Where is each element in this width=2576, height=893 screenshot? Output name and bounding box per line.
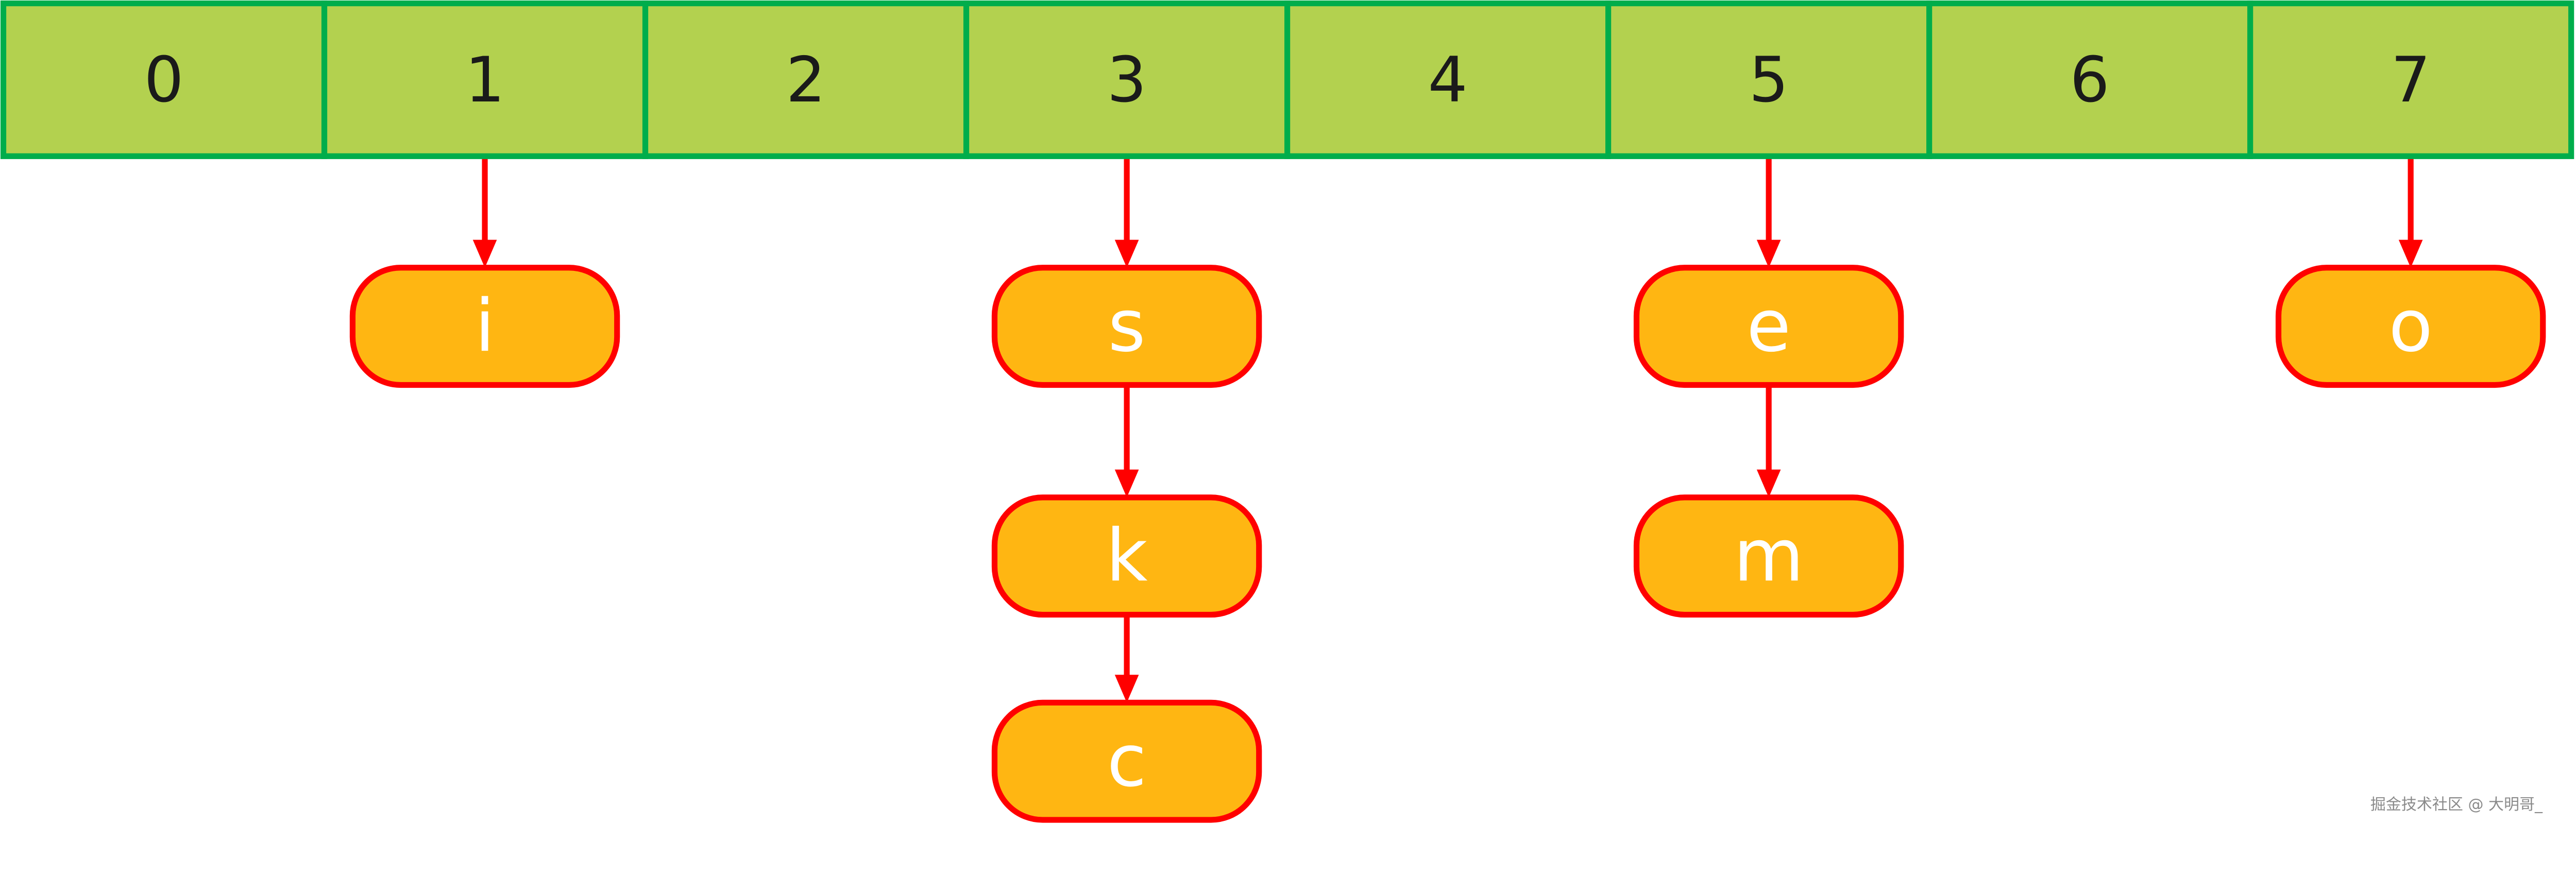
bucket-cell-box <box>1605 0 1933 159</box>
bucket-index-label: 6 <box>2070 43 2110 116</box>
bucket-array: 0 1 2 3 4 5 6 7 <box>0 0 2574 159</box>
bucket-cell: 3 <box>963 0 1291 159</box>
bucket-cell: 2 <box>642 0 970 159</box>
chain-node: e <box>1633 265 1904 388</box>
bucket-cell-box <box>321 0 649 159</box>
chain-node-box <box>991 494 1262 618</box>
bucket-cell: 7 <box>2247 0 2574 159</box>
bucket-cell-box <box>2247 0 2574 159</box>
arrows <box>472 156 2423 703</box>
bucket-cell: 4 <box>1284 0 1612 159</box>
bucket-cell-box <box>0 0 328 159</box>
chain-node-label: e <box>1747 284 1791 368</box>
bucket-index-label: 7 <box>2391 43 2431 116</box>
diagram-canvas: 0 1 2 3 4 5 6 7 i s k c e m o <box>0 0 2574 823</box>
chain-node: s <box>991 265 1262 388</box>
arrow <box>1114 614 1139 703</box>
chain-node: i <box>349 265 620 388</box>
arrow <box>1114 156 1139 268</box>
arrow-head <box>472 239 497 268</box>
arrow-head <box>1756 239 1781 268</box>
arrow-head <box>1114 469 1139 497</box>
bucket-cell-box <box>1284 0 1612 159</box>
bucket-cell: 0 <box>0 0 328 159</box>
bucket-cell-box <box>963 0 1291 159</box>
chain-node: k <box>991 494 1262 618</box>
watermark: 掘金技术社区 @ 大明哥_ <box>2370 795 2543 814</box>
chain-node-box <box>991 265 1262 388</box>
arrow-head <box>1114 675 1139 703</box>
chain-node-label: m <box>1734 514 1804 598</box>
arrow <box>1756 156 1781 268</box>
bucket-cell: 5 <box>1605 0 1933 159</box>
chain-node-label: i <box>475 284 495 368</box>
chain-node-label: s <box>1108 284 1146 368</box>
arrow <box>472 156 497 268</box>
chain-node-label: o <box>2388 284 2433 368</box>
chain-node-box <box>2275 265 2546 388</box>
bucket-index-label: 0 <box>144 43 183 116</box>
chain-node-box <box>1633 265 1904 388</box>
chain-node: c <box>991 699 1262 823</box>
chain-node-label: c <box>1107 719 1147 803</box>
chain-node-box <box>991 699 1262 823</box>
arrow-head <box>1756 469 1781 497</box>
chain-node: m <box>1633 494 1904 618</box>
bucket-cell-box <box>642 0 970 159</box>
hash-table-diagram: 0 1 2 3 4 5 6 7 i s k c e m o 掘金技术社区 @ 大明哥_ <box>0 0 2574 823</box>
arrow-head <box>1114 239 1139 268</box>
bucket-index-label: 1 <box>465 43 504 116</box>
arrow <box>1114 385 1139 497</box>
chain-nodes: i s k c e m o <box>349 265 2546 823</box>
chain-node-box <box>1633 494 1904 618</box>
chain-node-label: k <box>1106 514 1148 598</box>
bucket-cell: 6 <box>1926 0 2253 159</box>
bucket-index-label: 3 <box>1107 43 1146 116</box>
chain-node-box <box>349 265 620 388</box>
bucket-index-label: 5 <box>1749 43 1789 116</box>
arrow <box>2398 156 2423 268</box>
bucket-index-label: 4 <box>1428 43 1468 116</box>
chain-node: o <box>2275 265 2546 388</box>
bucket-index-label: 2 <box>786 43 825 116</box>
arrow <box>1756 385 1781 497</box>
arrow-head <box>2398 239 2423 268</box>
bucket-cell: 1 <box>321 0 649 159</box>
